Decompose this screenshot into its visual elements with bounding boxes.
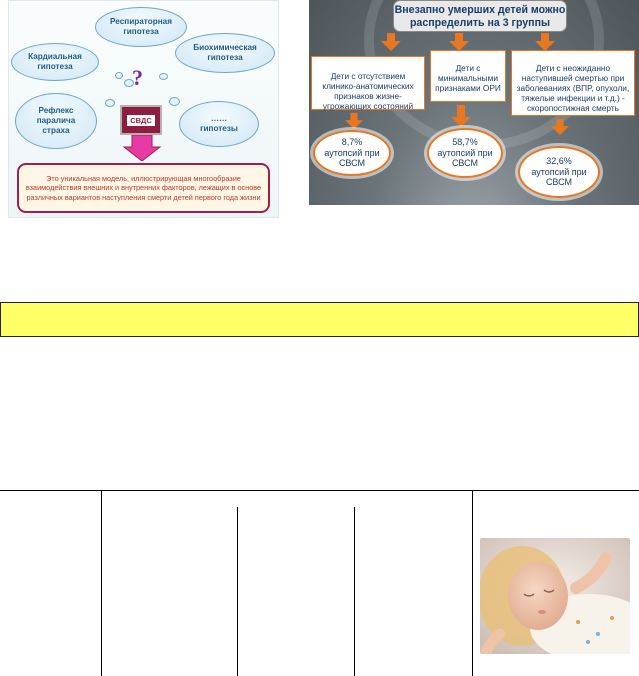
group-2-stat-text: 58,7% аутопсий при СВСМ xyxy=(437,137,493,169)
cardiac-hypothesis-cloud: Кардиальная гипотеза xyxy=(11,43,99,81)
group-1-stat-text: 8,7% аутопсий при СВСМ xyxy=(324,137,380,169)
arrow-to-stat-2-icon xyxy=(451,105,471,127)
model-caption-text: Это уникальная модель, иллюстрирующая мн… xyxy=(25,173,262,202)
sids-label: СВДС xyxy=(126,113,156,127)
model-caption: Это уникальная модель, иллюстрирующая мн… xyxy=(17,163,270,213)
arrow-to-stat-3-icon xyxy=(551,118,569,136)
thought-bubble xyxy=(115,72,123,79)
group-1-box: Дети с отсутствием клинико-анатомических… xyxy=(311,56,425,111)
table-divider xyxy=(472,491,473,676)
group-3-text: Дети с неожиданно наступившей смертью пр… xyxy=(516,63,630,113)
thought-bubble xyxy=(124,79,134,87)
biochemical-hypothesis-cloud: Биохимическая гипотеза xyxy=(175,33,275,73)
thought-bubble xyxy=(159,73,168,80)
question-mark: ? xyxy=(132,65,143,90)
sids-hypotheses-slide: Респираторная гипотеза Кардиальная гипот… xyxy=(8,0,279,218)
group-1-text: Дети с отсутствием клинико-анатомических… xyxy=(322,71,414,111)
arrow-to-group-1-icon xyxy=(381,33,401,51)
thought-bubble xyxy=(169,97,180,106)
group-2-text: Дети с минимальными признаками ОРИ xyxy=(435,63,501,93)
table-divider xyxy=(354,507,355,676)
table-divider xyxy=(237,507,238,676)
respiratory-hypothesis-cloud: Респираторная гипотеза xyxy=(95,7,187,47)
group-2-box: Дети с минимальными признаками ОРИ xyxy=(430,50,506,102)
group-2-stat: 58,7% аутопсий при СВСМ xyxy=(427,128,503,178)
fear-paralysis-reflex-cloud: Рефлекс паралича страха xyxy=(15,93,97,149)
group-3-box: Дети с неожиданно наступившей смертью пр… xyxy=(511,50,635,116)
group-3-stat: 32,6% аутопсий при СВСМ xyxy=(518,146,600,198)
pink-down-arrow-icon xyxy=(122,135,162,161)
highlight-bar xyxy=(0,302,639,337)
arrow-to-stat-1-icon xyxy=(345,112,363,130)
thought-bubble xyxy=(105,99,115,107)
death-groups-slide: Внезапно умерших детей можно распределит… xyxy=(309,0,639,205)
bottom-table xyxy=(0,490,639,676)
group-3-stat-text: 32,6% аутопсий при СВСМ xyxy=(531,156,587,188)
table-divider xyxy=(101,491,102,676)
sleeping-baby-photo xyxy=(480,538,630,654)
arrow-to-group-2-icon xyxy=(449,33,469,51)
other-hypotheses-cloud: …… гипотезы xyxy=(179,101,259,147)
slide-title: Внезапно умерших детей можно распределит… xyxy=(393,0,567,32)
sids-center-box: СВДС xyxy=(120,105,162,135)
group-1-stat: 8,7% аутопсий при СВСМ xyxy=(313,130,391,176)
arrow-to-group-3-icon xyxy=(535,33,555,51)
